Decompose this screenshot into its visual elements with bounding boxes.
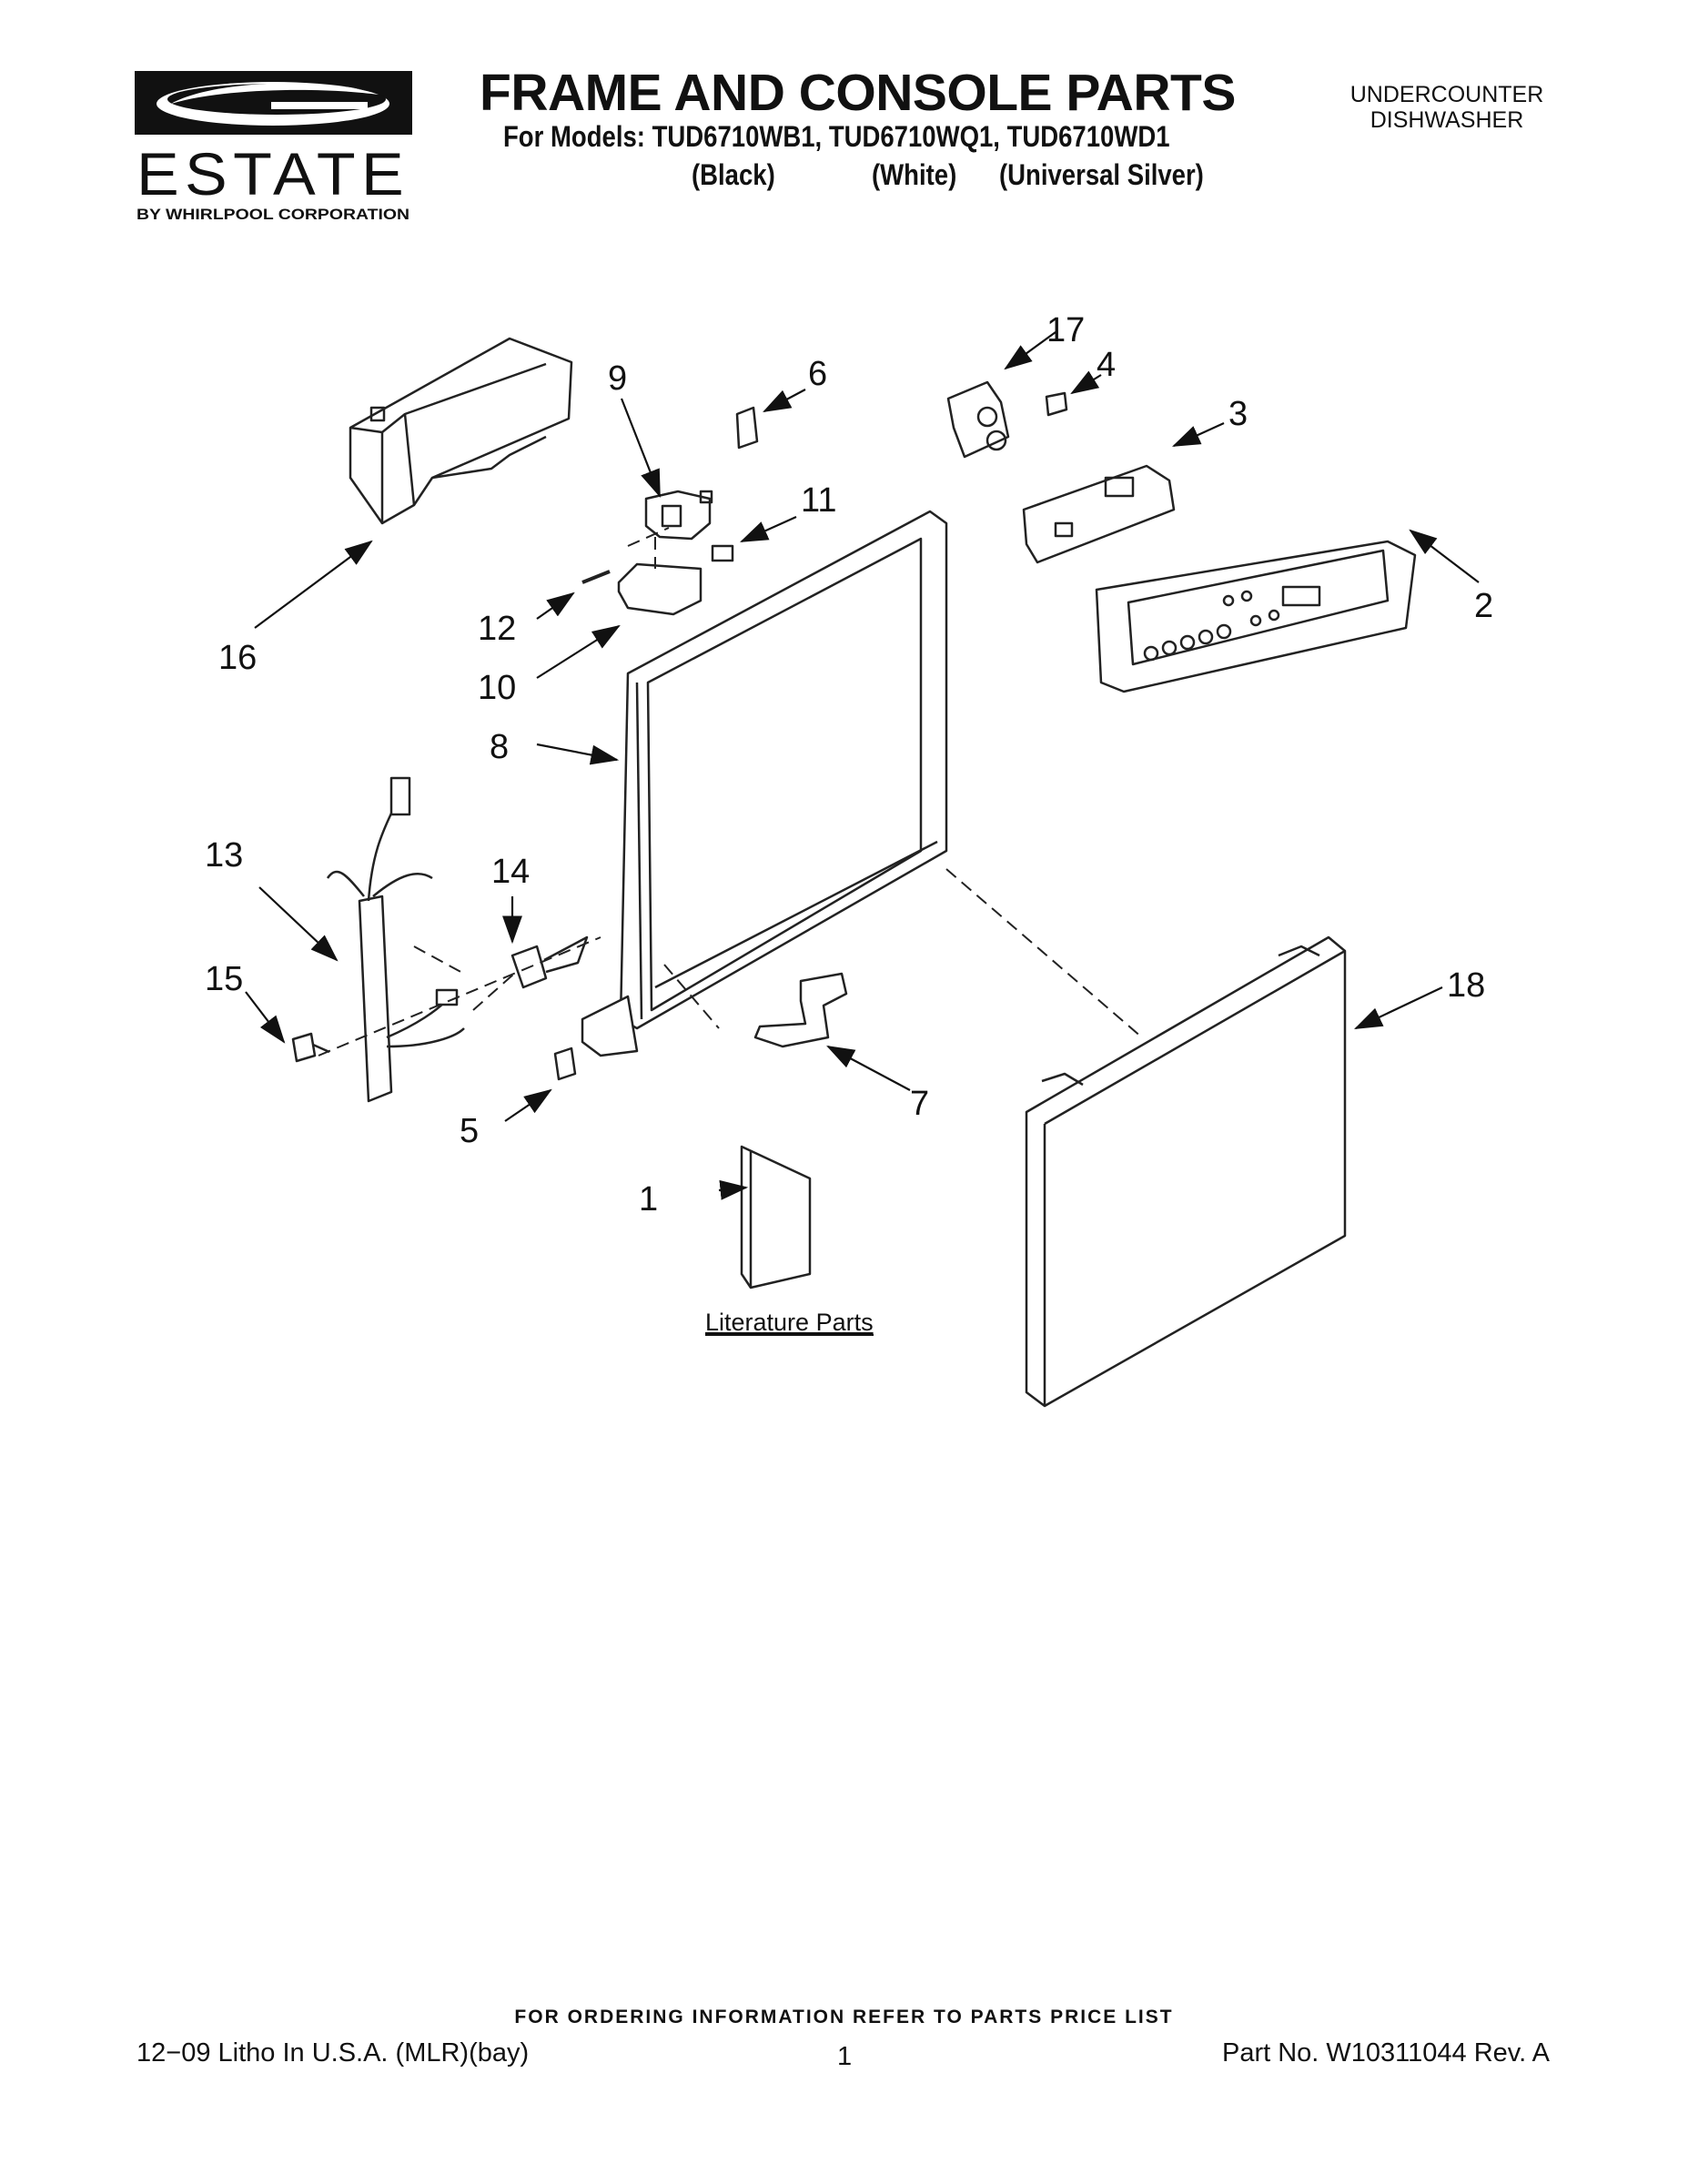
variant-white: (White): [872, 158, 957, 191]
callout-12: 12: [478, 610, 516, 648]
variant-silver: (Universal Silver): [999, 158, 1204, 191]
literature-parts-label: Literature Parts: [705, 1309, 874, 1336]
part-15-screw: [291, 1032, 330, 1063]
part-10-bracket: [617, 562, 702, 616]
part-16-cover: [349, 337, 573, 525]
callout-7: 7: [910, 1085, 929, 1123]
ordering-note: FOR ORDERING INFORMATION REFER TO PARTS …: [514, 2007, 1174, 2027]
callout-4: 4: [1097, 346, 1116, 384]
callout-1: 1: [639, 1180, 658, 1218]
part-6-latch: [735, 406, 759, 450]
callout-18: 18: [1447, 966, 1485, 1005]
part-12-pin: [581, 570, 611, 584]
models-line: For Models: TUD6710WB1, TUD6710WQ1, TUD6…: [503, 120, 1170, 153]
callout-3: 3: [1228, 395, 1248, 433]
part-3-board: [1022, 464, 1176, 564]
estate-logo: ESTATE BY WHIRLPOOL CORPORATION: [135, 71, 412, 223]
part-14-sensor: [510, 935, 589, 989]
callout-9: 9: [608, 359, 627, 398]
callout-6: 6: [808, 355, 827, 393]
part-2-console: [1095, 540, 1417, 693]
page-title: FRAME AND CONSOLE PARTS: [480, 64, 1236, 122]
part-1-literature: [740, 1145, 812, 1289]
callout-14: 14: [491, 853, 530, 891]
dashed-guides: [318, 527, 1143, 1057]
callout-8: 8: [490, 728, 509, 766]
variant-black: (Black): [692, 158, 775, 191]
svg-text:ESTATE: ESTATE: [136, 140, 409, 207]
part-4-switch: [1045, 391, 1068, 417]
part-11-clip: [711, 544, 734, 562]
part-number: Part No. W10311044 Rev. A: [1221, 2038, 1550, 2068]
product-line-1: UNDERCOUNTER: [1349, 82, 1544, 107]
page-number: 1: [837, 2042, 853, 2071]
part-18-panel: [1025, 935, 1347, 1408]
part-7-bracket: [753, 972, 848, 1048]
part-13-harness: [326, 776, 465, 1103]
part-9-bracket: [644, 490, 713, 541]
part-8-frame: [581, 510, 948, 1057]
svg-text:BY WHIRLPOOL CORPORATION: BY WHIRLPOOL CORPORATION: [136, 206, 409, 223]
callout-15: 15: [205, 960, 243, 998]
callout-10: 10: [478, 669, 516, 707]
part-17-switch: [946, 380, 1010, 459]
callout-13: 13: [205, 836, 243, 875]
callout-11: 11: [801, 481, 836, 520]
part-5-clip: [553, 1046, 577, 1081]
product-type: UNDERCOUNTER DISHWASHER: [1310, 82, 1583, 133]
callout-2: 2: [1474, 587, 1493, 625]
leader-arrows: [245, 331, 1480, 1200]
callout-16: 16: [218, 639, 257, 677]
product-line-2: DISHWASHER: [1370, 107, 1524, 133]
callout-5: 5: [460, 1112, 479, 1150]
callout-17: 17: [1046, 311, 1085, 349]
litho-info: 12−09 Litho In U.S.A. (MLR)(bay): [136, 2038, 530, 2068]
exploded-parts-diagram: 1 2 3 4 5 6 7 8 9 10 11 12 13 14 15 16 1…: [205, 311, 1493, 1408]
